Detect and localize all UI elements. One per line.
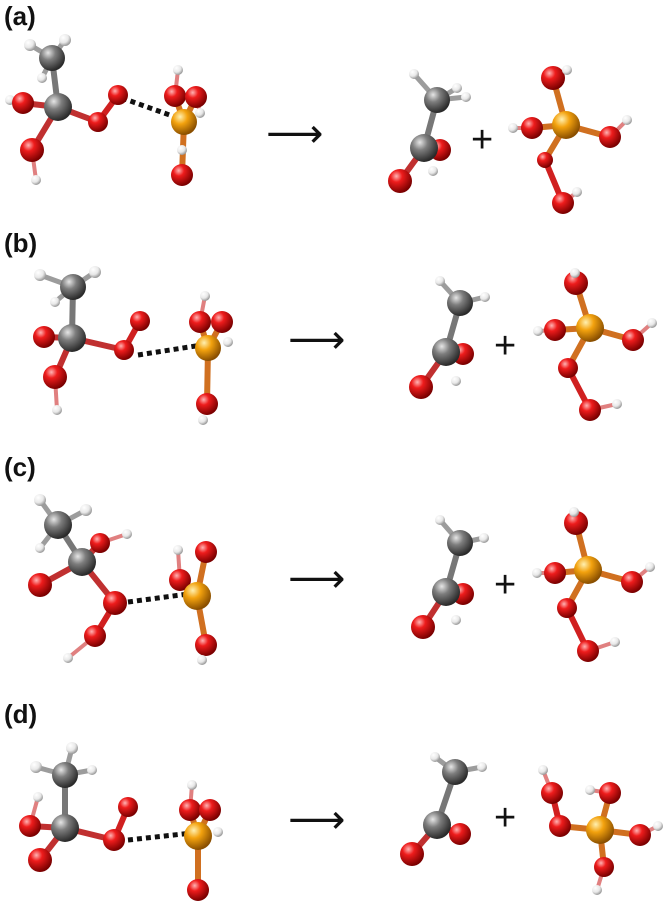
reactant-b — [33, 266, 233, 425]
product-acetic-acid-a — [388, 69, 471, 193]
reaction-arrow-b: ⟶ — [288, 317, 345, 363]
panel-label-d: (d) — [4, 699, 37, 729]
reaction-arrow-c: ⟶ — [288, 556, 345, 602]
reactant-c — [28, 494, 217, 665]
product-acetic-acid-d — [400, 752, 487, 866]
reactant-a — [5, 34, 207, 186]
panel-label-a: (a) — [4, 1, 36, 31]
panel-label-b: (b) — [4, 228, 37, 258]
panel-b: (b) — [4, 228, 657, 425]
plus-sign-b: + — [494, 325, 516, 367]
product-phosphoric-acid-d — [538, 765, 663, 895]
product-acetic-acid-c — [411, 515, 489, 639]
product-phosphoric-acid-a — [508, 65, 632, 214]
reactant-d — [19, 742, 223, 901]
plus-sign-a: + — [471, 119, 493, 161]
plus-sign-c: + — [494, 564, 516, 606]
product-acetic-acid-b — [409, 276, 490, 399]
panel-c: (c) — [4, 452, 655, 665]
panel-label-c: (c) — [4, 452, 36, 482]
reaction-arrow-a: ⟶ — [266, 111, 323, 157]
plus-sign-d: + — [494, 797, 516, 839]
product-phosphoric-acid-c — [532, 507, 655, 662]
product-phosphoric-acid-b — [533, 268, 657, 421]
reaction-arrow-d: ⟶ — [288, 797, 345, 843]
panel-a: (a) — [4, 1, 632, 214]
panel-d: (d) — [4, 699, 663, 901]
